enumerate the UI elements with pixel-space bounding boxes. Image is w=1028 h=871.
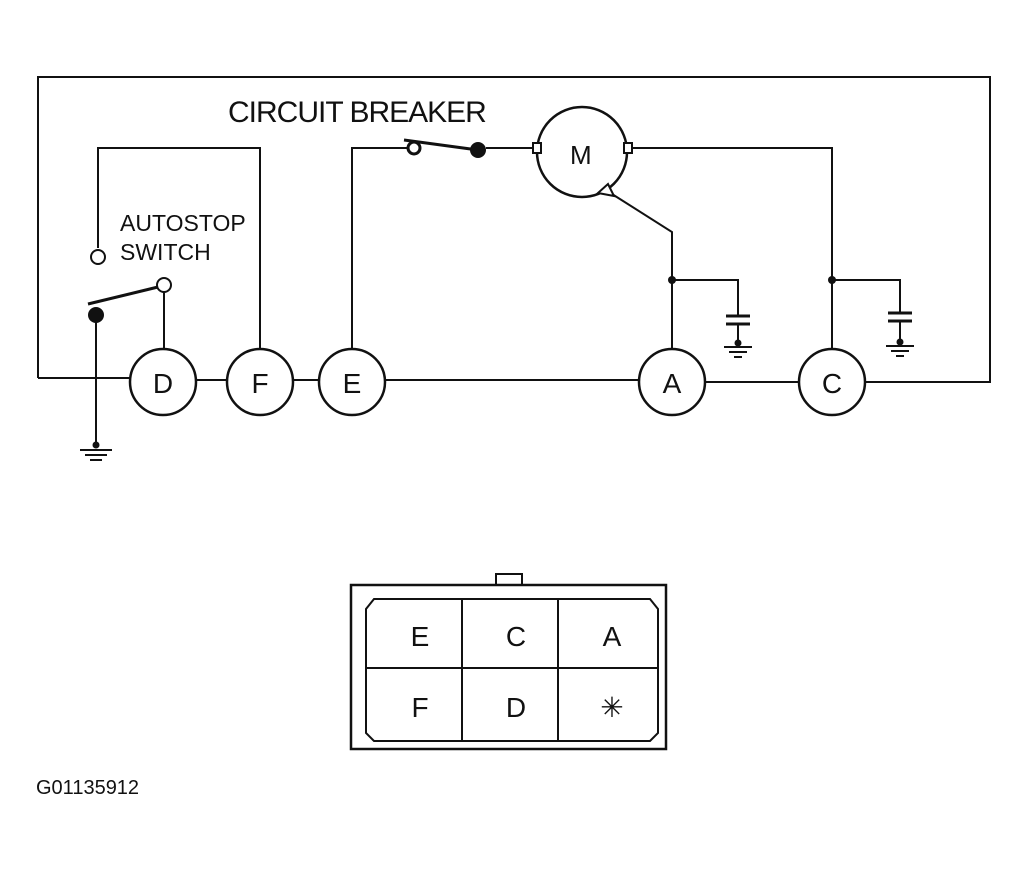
svg-text:C: C [822, 368, 842, 399]
svg-text:F: F [251, 368, 268, 399]
svg-text:D: D [153, 368, 173, 399]
autostop-feed-wire [97, 147, 261, 348]
terminal-f: F [225, 347, 295, 417]
connector-pin-c: C [506, 621, 526, 652]
breaker-feed-wire [351, 147, 410, 348]
outer-loop-wire [37, 76, 991, 383]
connector-face: E C A F D ✳ [349, 573, 668, 751]
connector-pin-e: E [411, 621, 430, 652]
ground-icon-left [80, 449, 112, 461]
motor-label: M [570, 140, 592, 170]
capacitor-c-wire [832, 279, 901, 313]
ground-node-c [896, 338, 904, 346]
svg-text:E: E [343, 368, 362, 399]
motor-to-a-wire [611, 193, 673, 348]
connector-pin-empty-icon: ✳ [600, 692, 623, 723]
ground-icon-a [724, 346, 752, 358]
connector-pin-f: F [411, 692, 428, 723]
autostop-contact-lower [156, 277, 172, 293]
motor-to-c-wire [632, 147, 833, 350]
terminal-e: E [317, 347, 387, 417]
motor-brush-bottom [595, 182, 616, 198]
svg-text:A: A [663, 368, 682, 399]
figure-code: G01135912 [36, 777, 139, 799]
breaker-contact-right [470, 142, 486, 158]
motor-brush-right [623, 142, 633, 154]
terminal-c: C [797, 347, 867, 417]
autostop-label-line1: AUTOSTOP [120, 210, 246, 236]
autostop-contact-upper [90, 249, 106, 265]
capacitor-a-wire [672, 279, 739, 316]
motor-brush-left [532, 142, 542, 154]
connector-pin-a: A [603, 621, 622, 652]
autostop-switch-arm [87, 285, 159, 306]
autostop-label-line2: SWITCH [120, 239, 211, 265]
breaker-contact-left [406, 140, 422, 156]
connector-inner-housing [365, 598, 659, 742]
breaker-arm [403, 138, 479, 152]
terminal-d: D [128, 347, 198, 417]
connector-pin-d: D [506, 692, 526, 723]
circuit-breaker-label: CIRCUIT BREAKER [228, 96, 486, 129]
terminal-a: A [637, 347, 707, 417]
ground-icon-c [886, 345, 914, 357]
ground-node-left [92, 441, 100, 449]
ground-node-a [734, 339, 742, 347]
